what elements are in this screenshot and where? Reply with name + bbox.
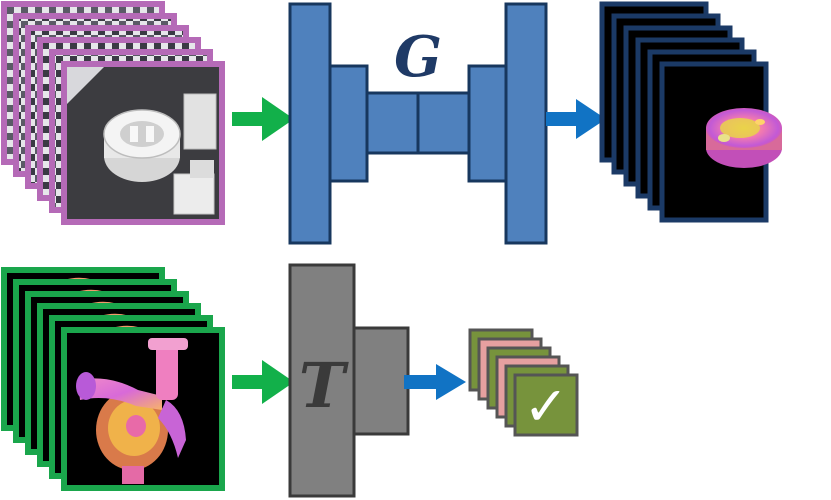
- target-normal-map: [61, 327, 225, 491]
- output-normal-map-stack: [599, 1, 782, 223]
- right-arrow-icon: [404, 364, 466, 400]
- generator-label: G: [394, 24, 442, 90]
- result-card: [513, 373, 579, 437]
- checkmark-icon: ✓: [523, 375, 568, 438]
- input-photo-stack: [1, 1, 225, 225]
- output-normal-map: [659, 61, 782, 223]
- result-card-stack: ✓: [468, 328, 579, 438]
- discriminator-network: T: [288, 263, 410, 498]
- right-arrow-icon: [232, 360, 294, 404]
- target-normal-map-stack: [1, 267, 225, 491]
- generator-network: G: [288, 2, 548, 245]
- right-arrow-icon: [546, 99, 606, 139]
- right-arrow-icon: [232, 97, 294, 141]
- input-photo: [61, 61, 225, 225]
- discriminator-label: T: [299, 349, 349, 422]
